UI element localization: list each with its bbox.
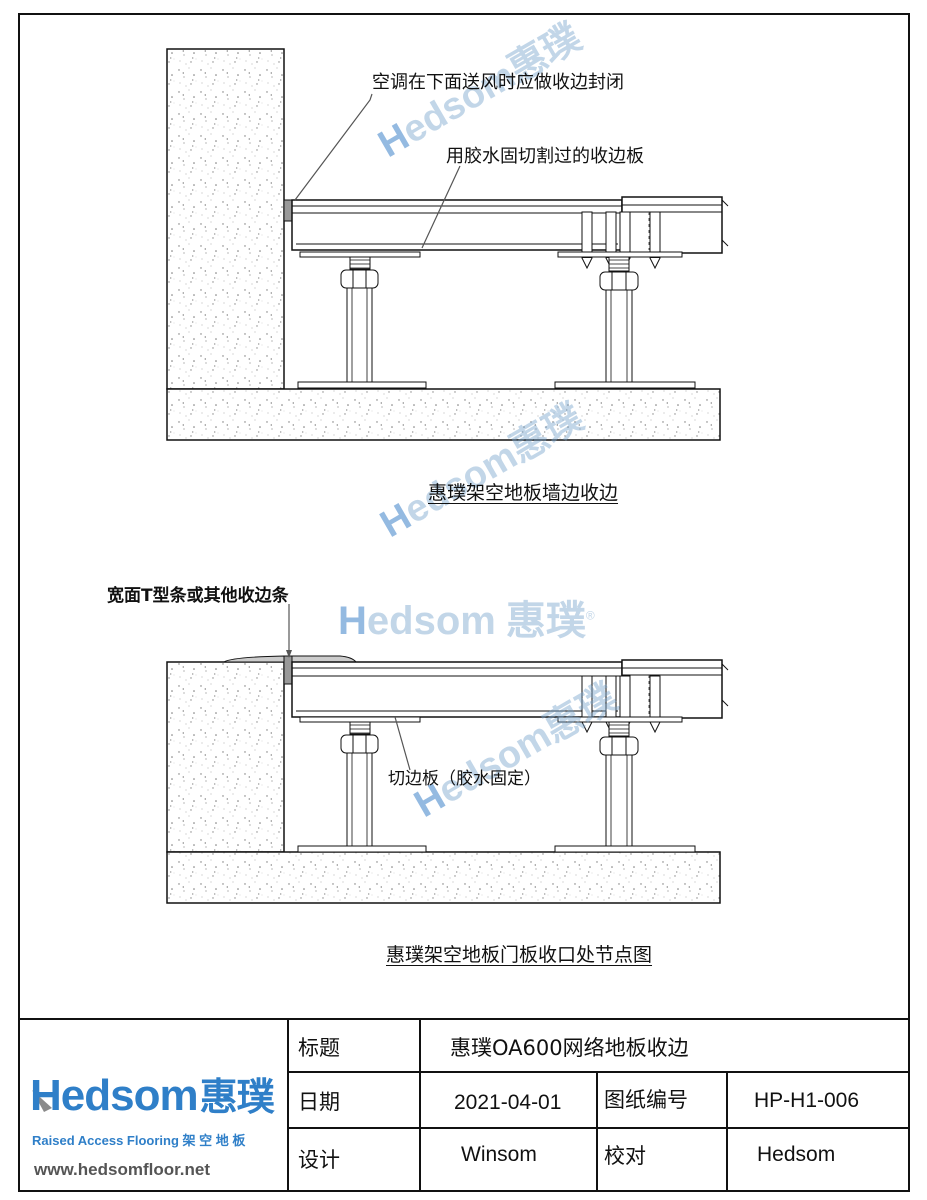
drawing-number-value: HP-H1-006: [754, 1089, 860, 1112]
checker-value: Hedsom: [757, 1143, 836, 1166]
note-t-trim: 宽面T型条或其他收边条: [107, 586, 289, 606]
drawing-number-label: 图纸编号: [604, 1088, 688, 1112]
pedestal: [297, 251, 427, 389]
checker-label: 校对: [604, 1144, 646, 1168]
concrete-slab: [166, 851, 721, 904]
floor-panel: [291, 661, 623, 718]
note-cut-board: 切边板（胶水固定）: [388, 769, 541, 789]
sheet-border: [18, 13, 910, 1192]
pedestal: [554, 716, 696, 853]
title-label: 标题: [298, 1036, 340, 1060]
registered-mark: ®: [585, 608, 595, 623]
brand-logo: Hedsom惠璞: [30, 1066, 275, 1121]
logo-h: H: [30, 1071, 62, 1120]
logo-cn: 惠璞: [199, 1075, 275, 1119]
brand-website: www.hedsomfloor.net: [34, 1160, 210, 1179]
detail-2-caption: 惠璞架空地板门板收口处节点图: [386, 944, 653, 966]
adjacent-floor-panel: [621, 659, 723, 719]
watermark-cn: 惠璞: [505, 599, 586, 643]
logo-text: edsom: [60, 1071, 199, 1120]
designer-label: 设计: [298, 1148, 340, 1172]
pedestal: [297, 716, 427, 853]
title-value: 惠璞OA600网络地板收边: [450, 1036, 689, 1060]
detail-1-caption: 惠璞架空地板墙边收边: [428, 482, 619, 504]
note-edge-seal: 空调在下面送风时应做收边封闭: [372, 72, 624, 93]
leader-line: [421, 165, 461, 249]
date-value: 2021-04-01: [454, 1091, 562, 1114]
title-block-grid: [19, 1018, 909, 1191]
concrete-slab: [166, 388, 721, 441]
t-trim-strip: [222, 655, 285, 663]
adjacent-floor-panel: [621, 196, 723, 254]
watermark-h: H: [338, 599, 367, 643]
pedestal: [554, 251, 696, 389]
brand-tagline: Raised Access Flooring 架 空 地 板: [32, 1133, 246, 1148]
leader-line: [394, 716, 411, 771]
concrete-wall: [166, 48, 285, 390]
detail-2-door-edge: [166, 604, 729, 904]
detail-1-wall-edge: [166, 48, 729, 441]
watermark-text: edsom: [366, 599, 496, 643]
leader-line: [294, 93, 373, 201]
brand-logo-mark: [32, 1090, 52, 1112]
concrete-wall: [166, 661, 285, 853]
date-label: 日期: [298, 1090, 340, 1114]
note-glued-trim-board: 用胶水固切割过的收边板: [446, 146, 644, 167]
floor-panel: [291, 199, 623, 251]
designer-value: Winsom: [461, 1143, 537, 1166]
edge-seal: [283, 199, 293, 222]
